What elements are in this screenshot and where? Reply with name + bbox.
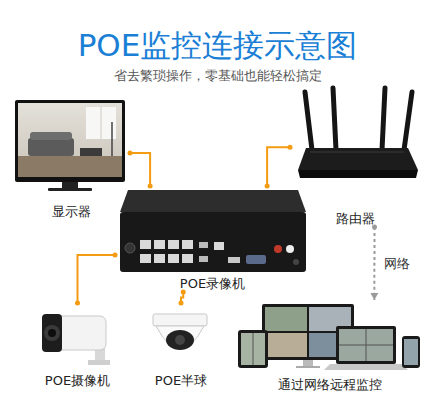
node-label: 显示器 [12, 204, 130, 220]
nvr-figure-part [168, 240, 179, 249]
dome-camera-figure-part [175, 335, 185, 345]
router-node: 路由器 [290, 82, 420, 227]
nvr-figure-part [182, 240, 193, 249]
connector-line [130, 153, 150, 186]
nvr-figure-part [214, 242, 224, 250]
diagram-title: POE监控连接示意图 [0, 26, 435, 64]
nvr-figure-part [120, 212, 306, 272]
nvr-figure-part [154, 254, 165, 263]
connector-line [267, 147, 290, 186]
dome-camera-figure-part [153, 314, 207, 326]
monitor-figure-part [30, 132, 72, 140]
bullet-camera-figure-part [48, 329, 56, 337]
monitor-figure-part [80, 148, 102, 156]
nvr-figure-part [274, 245, 282, 253]
node-label: POE录像机 [115, 276, 310, 292]
nvr-figure-part [125, 243, 135, 253]
dome-camera-figure-part [166, 330, 194, 350]
remote-node: 通过网络远程监控 [232, 300, 427, 393]
router-figure-part [305, 92, 312, 150]
router-figure [298, 88, 418, 178]
monitor-node: 显示器 [12, 98, 130, 220]
router-figure-part [333, 88, 336, 150]
nvr-figure-part [228, 257, 240, 263]
monitor-figure-part [62, 182, 78, 188]
remote-devices-figure [238, 304, 420, 370]
nvr-figure-part [154, 240, 165, 249]
bullet-camera-figure [42, 314, 110, 365]
dome-camera-figure [153, 314, 207, 350]
node-label: 通过网络远程监控 [232, 377, 427, 393]
monitor-figure-part [48, 188, 92, 191]
remote-devices-figure-part [339, 329, 393, 361]
router-figure-part [310, 152, 404, 153]
nvr-figure [120, 190, 306, 272]
remote-devices-figure-part [238, 330, 268, 368]
remote-devices-figure-part [253, 333, 254, 365]
camera-node: POE摄像机 [30, 303, 125, 389]
dome-camera-figure-part [156, 326, 204, 349]
connector [179, 290, 186, 306]
connector-dot [75, 301, 80, 306]
node-label: POE摄像机 [30, 373, 125, 389]
remote-devices-figure-part [241, 333, 265, 365]
remote-devices-figure-part [265, 333, 307, 357]
monitor-figure [15, 100, 125, 191]
remote-devices-figure-part [336, 326, 396, 364]
remote-devices-figure-part [402, 336, 420, 368]
nvr-figure-part [199, 242, 208, 248]
router-figure-part [404, 92, 412, 150]
nvr-figure-part [293, 259, 299, 265]
bullet-camera-figure-part [44, 325, 60, 341]
dome-node: POE半球 [138, 303, 224, 389]
connector [370, 225, 378, 301]
connector-dot [148, 184, 153, 189]
monitor-figure-part [15, 100, 125, 182]
nvr-figure-part [140, 240, 151, 249]
router-figure-part [382, 88, 385, 150]
connector-dot [265, 184, 270, 189]
router-figure-part [298, 148, 418, 170]
router-figure-part [298, 170, 418, 178]
connector [128, 150, 153, 188]
connector-dot [179, 301, 184, 306]
connector-dot [113, 252, 118, 257]
monitor-figure-part [18, 156, 122, 177]
nvr-node: POE录像机 [115, 186, 310, 292]
remote-devices-figure-part [296, 366, 320, 368]
remote-devices-figure-part [265, 307, 307, 331]
remote-devices-figure-part [339, 345, 393, 346]
connector-line [373, 227, 375, 300]
connector [265, 145, 293, 189]
nvr-figure-part [120, 190, 306, 212]
nvr-figure-part [140, 254, 151, 263]
remote-devices-figure-part [404, 339, 418, 365]
connector-dot [288, 145, 293, 150]
nvr-figure-part [182, 254, 193, 263]
arrow-head [370, 293, 378, 300]
nvr-figure-part [246, 255, 266, 264]
monitor-figure-part [18, 103, 122, 177]
monitor-figure-part [28, 138, 74, 156]
monitor-figure-part [101, 107, 102, 139]
connector-dot [128, 150, 133, 155]
monitor-figure-part [111, 122, 113, 156]
nvr-figure-part [286, 245, 294, 253]
edge-label: 网络 [382, 256, 412, 272]
nvr-figure-part [199, 256, 208, 262]
nvr-figure-part [168, 254, 179, 263]
node-label: 路由器 [290, 211, 420, 227]
remote-devices-figure-part [303, 360, 313, 366]
bullet-camera-figure-part [42, 314, 62, 352]
node-label: POE半球 [138, 373, 224, 389]
bullet-camera-figure-part [88, 360, 110, 365]
remote-devices-figure-part [324, 364, 408, 370]
subtitle-text: 省去繁琐操作，零基础也能轻松搞定 [0, 67, 435, 85]
connector-line [78, 255, 116, 303]
connector [75, 252, 118, 305]
